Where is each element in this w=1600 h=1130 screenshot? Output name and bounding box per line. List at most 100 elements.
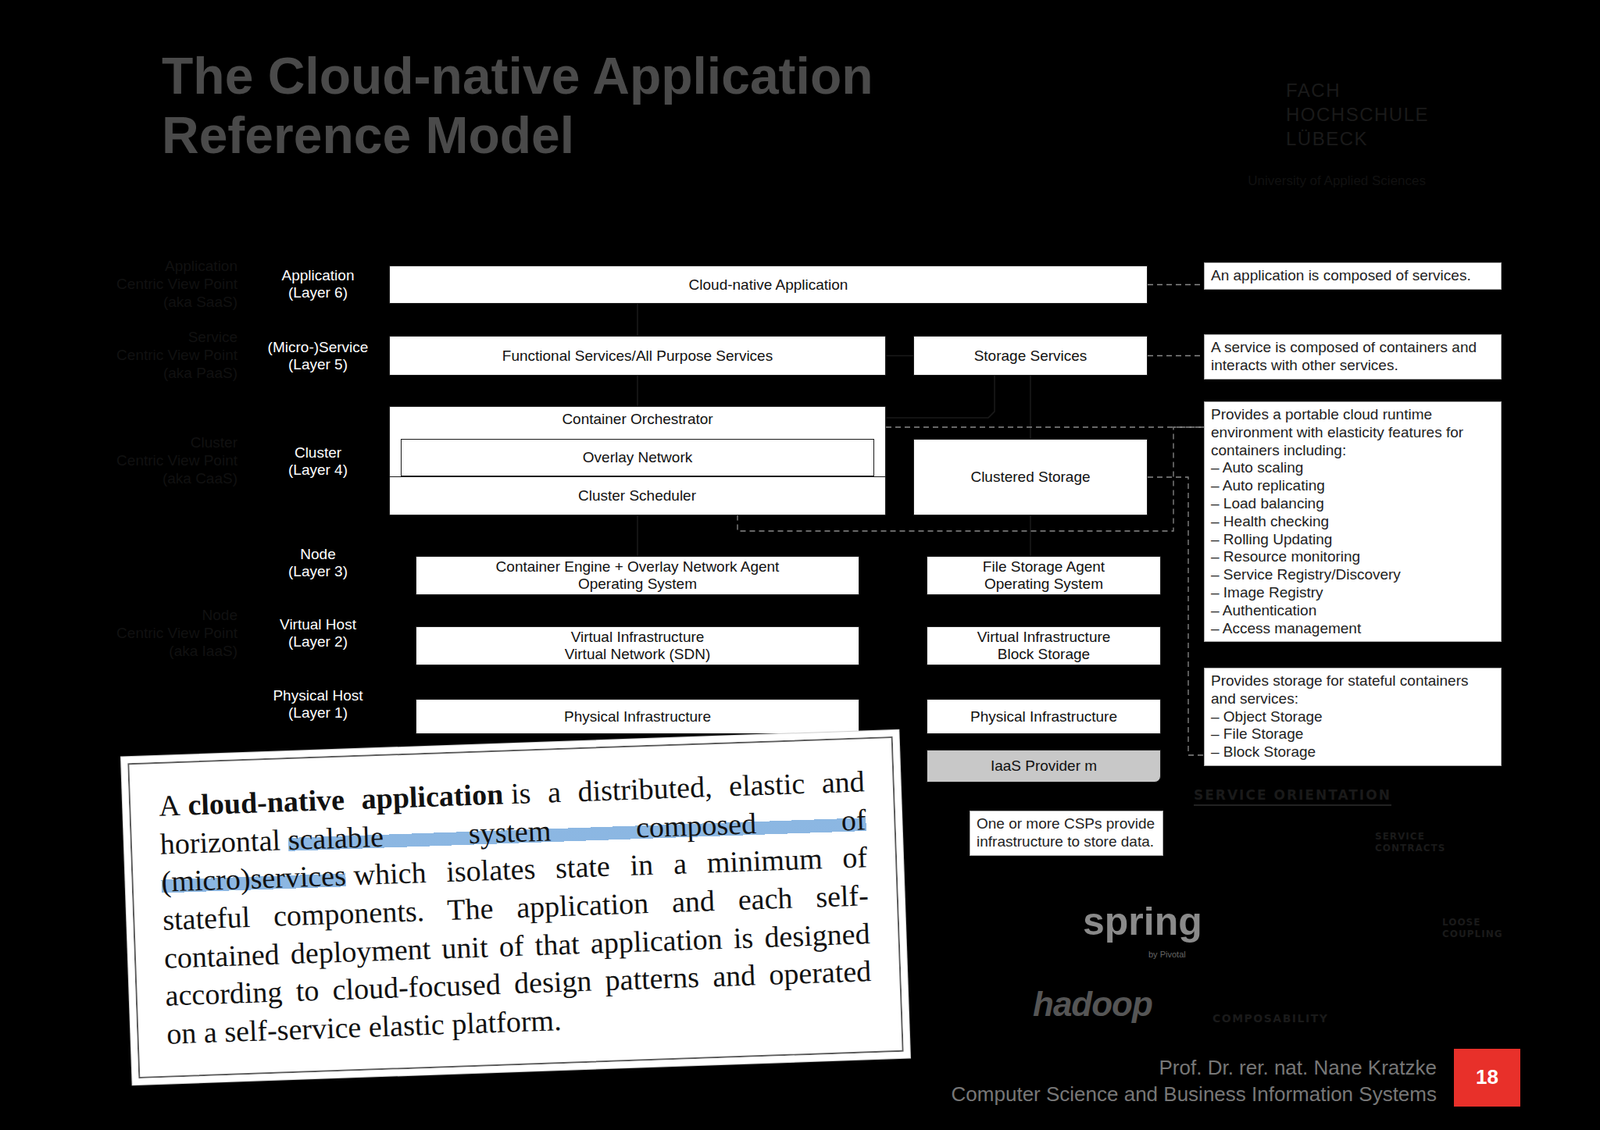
layer-box: Application(Layer 6) xyxy=(259,264,377,304)
label-group: by Pivotal xyxy=(1148,950,1204,960)
stack-box-text: Physical Infrastructure xyxy=(970,708,1118,726)
annotation-box-text: A service is composed of containers and … xyxy=(1210,339,1495,375)
stack-box-text: Container Engine + Overlay Network Agent xyxy=(496,558,780,576)
view-point-label: (aka IaaS) xyxy=(78,642,238,661)
component-box: Clustered Storage xyxy=(913,439,1148,516)
label-group: Prof. Dr. rer. nat. Nane Kratzke xyxy=(898,1056,1437,1081)
label-group: University of Applied Sciences xyxy=(1191,173,1426,190)
stack-box: File Storage AgentOperating System xyxy=(926,556,1161,596)
annotation-box-text: One or more CSPs provide infrastructure … xyxy=(976,815,1157,852)
annotation-box: One or more CSPs provide infrastructure … xyxy=(969,810,1164,857)
view-point-label: (aka SaaS) xyxy=(78,293,238,312)
page-number-box: 18 xyxy=(1453,1049,1521,1108)
annotation-box-text: – Rolling Updating xyxy=(1210,531,1333,550)
view-point-label: Centric View Point xyxy=(78,625,238,643)
stack-box-text: IaaS Provider m xyxy=(990,757,1097,775)
layer-box: Virtual Host(Layer 2) xyxy=(259,613,377,654)
logo-text: HOCHSCHULE xyxy=(1285,102,1443,127)
dashed-connector xyxy=(1147,284,1204,286)
annotation-box-text: – Auto scaling xyxy=(1210,459,1304,478)
definition-quote: Acloud-native applicationis a distribute… xyxy=(127,736,904,1079)
component-box: Cloud-native Application xyxy=(389,265,1148,304)
view-point-label: Service xyxy=(78,328,238,347)
stack-box: Container Engine + Overlay Network Agent… xyxy=(415,556,860,596)
component-box: Storage Services xyxy=(913,335,1148,376)
layer-box-text: Virtual Host xyxy=(279,616,357,634)
component-box: Container OrchestratorOverlay NetworkClu… xyxy=(389,406,886,516)
annotation-box-text: – Image Registry xyxy=(1210,584,1324,603)
annotation-box-text: – Object Storage xyxy=(1210,708,1323,727)
annotation-box: Provides a portable cloud runtime enviro… xyxy=(1203,401,1502,643)
annotation-box-text: An application is composed of services. xyxy=(1210,267,1472,286)
layer-box-text: Physical Host xyxy=(272,687,363,705)
view-point-label: Centric View Point xyxy=(78,346,238,365)
stack-box-text: Operating System xyxy=(984,575,1104,593)
connector xyxy=(885,375,995,418)
layer-box-text: (Layer 5) xyxy=(288,356,348,374)
logo-wordmark: by Pivotal xyxy=(1148,950,1204,960)
annotation-box: A service is composed of containers and … xyxy=(1203,334,1502,380)
layer-box: Node(Layer 3) xyxy=(259,542,377,583)
dashed-connector xyxy=(885,426,1204,428)
component-box-text: Overlay Network xyxy=(582,449,693,467)
view-point-label: (aka PaaS) xyxy=(78,364,238,383)
stack-box: Physical Infrastructure xyxy=(415,699,860,735)
component-box-text: Functional Services/All Purpose Services xyxy=(502,347,773,365)
sketch-label: SERVICE CONTRACTS xyxy=(1375,831,1458,855)
label-group: hadoop xyxy=(1032,985,1174,1024)
annotation-box-text: Provides a portable cloud runtime enviro… xyxy=(1210,406,1495,460)
component-box-text: Storage Services xyxy=(974,347,1088,365)
connector xyxy=(1029,375,1032,440)
connector xyxy=(1029,515,1032,557)
label-group: spring xyxy=(1082,900,1216,946)
layer-box-text: (Layer 2) xyxy=(288,633,348,651)
label-group: Computer Science and Business Informatio… xyxy=(898,1082,1437,1108)
dashed-connector xyxy=(1147,355,1204,357)
label-group: ServiceCentric View Point(aka PaaS) xyxy=(78,328,238,383)
connector xyxy=(885,355,914,358)
sketch-label: LOOSE COUPLING xyxy=(1442,917,1521,941)
stack-box: Virtual InfrastructureVirtual Network (S… xyxy=(415,626,860,666)
stack-box-text: Virtual Infrastructure xyxy=(571,628,705,647)
layer-box-text: Application xyxy=(282,267,355,285)
annotation-box-text: – Auto replicating xyxy=(1210,477,1325,496)
layer-box-text: Node xyxy=(300,546,336,564)
stack-box: Virtual InfrastructureBlock Storage xyxy=(926,626,1161,666)
label-group: SERVICE CONTRACTS xyxy=(1375,831,1458,855)
layer-box: Physical Host(Layer 1) xyxy=(259,684,377,725)
definition-quote-text: cloud-native application xyxy=(187,777,504,822)
label-group: COMPOSABILITY xyxy=(1212,1012,1346,1025)
annotation-box-text: – File Storage xyxy=(1210,725,1304,744)
stack-box: Physical Infrastructure xyxy=(926,699,1161,735)
layer-box-text: (Layer 4) xyxy=(288,461,348,479)
annotation-box-text: – Service Registry/Discovery xyxy=(1210,566,1401,585)
sketch-heading: SERVICE ORIENTATION xyxy=(1193,787,1392,807)
logo-text: FACH xyxy=(1285,78,1443,103)
sketch-label: COMPOSABILITY xyxy=(1212,1012,1346,1025)
label-group: SERVICE ORIENTATION xyxy=(1193,787,1429,807)
annotation-box-text: – Access management xyxy=(1210,620,1361,639)
layer-box-text: (Layer 6) xyxy=(288,284,348,302)
view-point-label: Centric View Point xyxy=(78,275,238,294)
slide-title: The Cloud-native Application Reference M… xyxy=(161,46,943,166)
annotation-box: Provides storage for stateful containers… xyxy=(1203,667,1502,767)
view-point-label: Centric View Point xyxy=(78,452,238,471)
annotation-box: An application is composed of services. xyxy=(1203,262,1502,290)
view-point-label: Cluster xyxy=(78,434,238,453)
connector xyxy=(636,303,639,336)
layer-box-text: Cluster xyxy=(294,444,342,462)
stack-box-text: Virtual Network (SDN) xyxy=(564,646,711,664)
connector xyxy=(636,375,639,407)
connector xyxy=(636,515,639,558)
label-group: ClusterCentric View Point(aka CaaS) xyxy=(78,434,238,488)
logo-text: LÜBECK xyxy=(1285,126,1443,151)
stack-box-text: Physical Infrastructure xyxy=(564,708,711,726)
component-box-text: Cloud-native Application xyxy=(689,276,849,294)
layer-box-text: (Layer 1) xyxy=(288,704,348,722)
component-box-text: Cluster Scheduler xyxy=(578,487,697,505)
definition-quote-text: A xyxy=(157,789,181,823)
component-box: Functional Services/All Purpose Services xyxy=(389,335,886,376)
view-point-label: Node xyxy=(78,607,238,625)
